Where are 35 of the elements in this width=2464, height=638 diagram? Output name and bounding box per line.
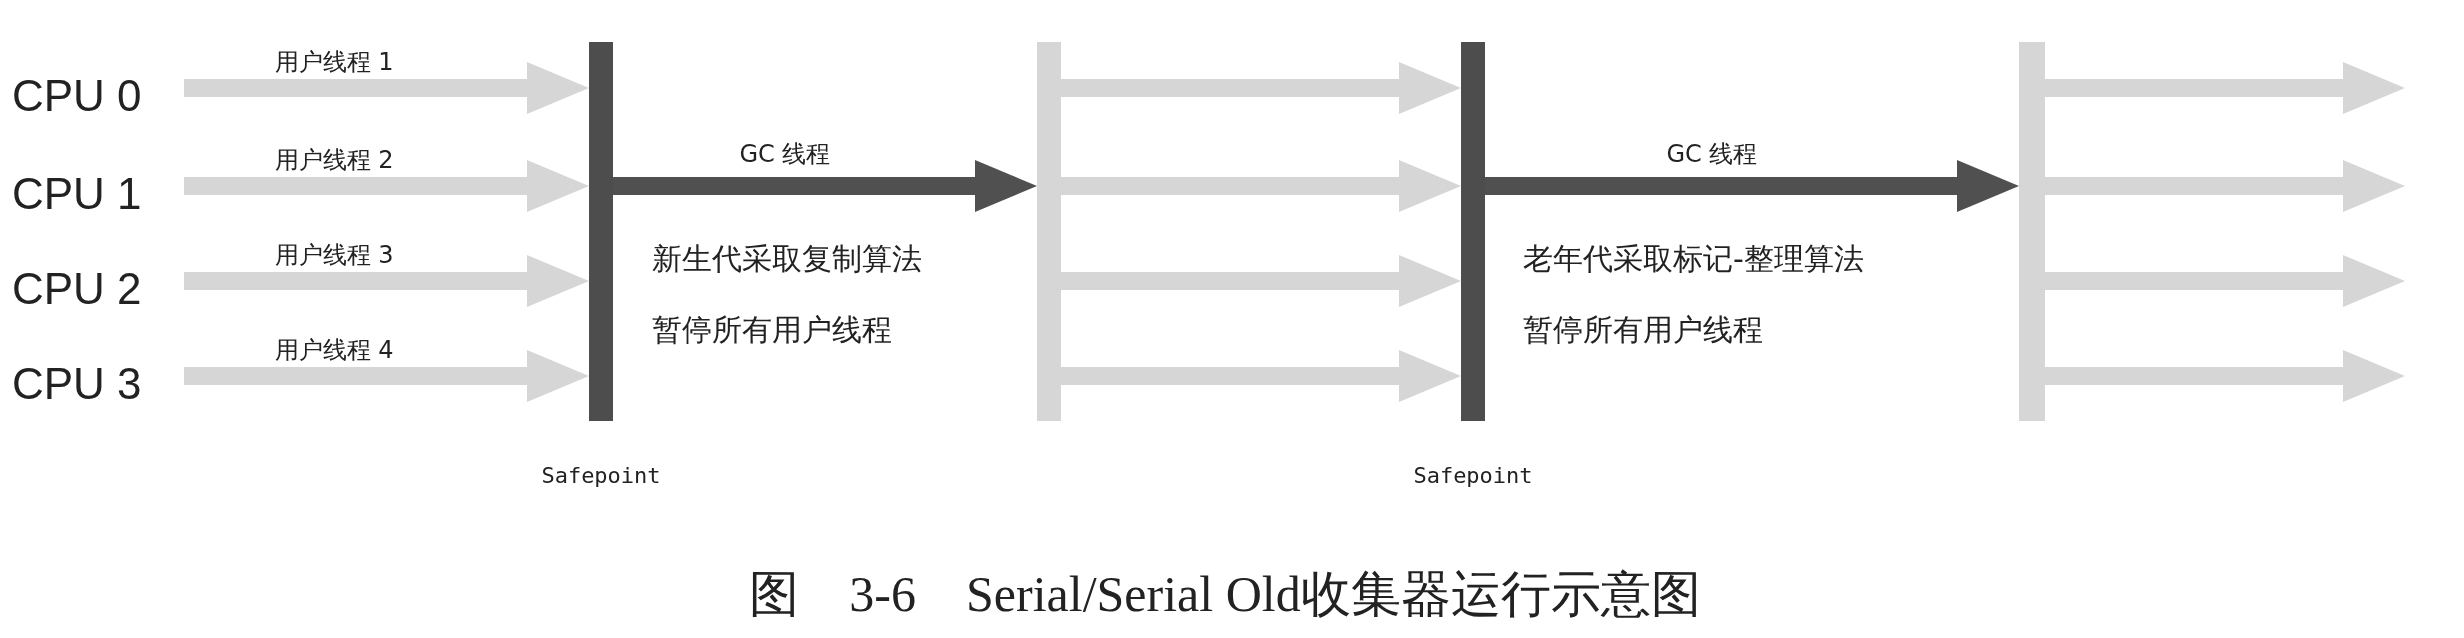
edge-label: 用户线程 4 bbox=[274, 335, 394, 366]
cpu-label: CPU 0 bbox=[12, 68, 142, 124]
arrow bbox=[613, 160, 1037, 212]
arrow bbox=[1485, 160, 2019, 212]
edge-label: GC 线程 bbox=[1666, 139, 1758, 170]
arrow bbox=[1061, 160, 1461, 212]
divider-bar bbox=[1037, 42, 1061, 421]
cpu-label: CPU 2 bbox=[12, 261, 142, 317]
arrow bbox=[2045, 62, 2405, 114]
safepoint-bar bbox=[1461, 42, 1485, 421]
arrow bbox=[1061, 255, 1461, 307]
note-text: 暂停所有用户线程 bbox=[652, 310, 892, 349]
arrow bbox=[2045, 160, 2405, 212]
arrow bbox=[1061, 62, 1461, 114]
arrow bbox=[184, 62, 589, 114]
arrow bbox=[184, 255, 589, 307]
note-text: 新生代采取复制算法 bbox=[652, 239, 922, 278]
safepoint-bar bbox=[589, 42, 613, 421]
edge-label: 用户线程 3 bbox=[274, 240, 394, 271]
arrow bbox=[184, 160, 589, 212]
note-text: 老年代采取标记-整理算法 bbox=[1523, 239, 1864, 278]
cpu-label: CPU 3 bbox=[12, 356, 142, 412]
arrow bbox=[2045, 350, 2405, 402]
edge-label: 用户线程 1 bbox=[274, 47, 394, 78]
edge-label: GC 线程 bbox=[739, 139, 831, 170]
safepoint-label: Safepoint bbox=[1413, 462, 1533, 488]
arrow bbox=[184, 350, 589, 402]
safepoint-label: Safepoint bbox=[541, 462, 661, 488]
note-text: 暂停所有用户线程 bbox=[1523, 310, 1763, 349]
figure-caption: 图 3-6 Serial/Serial Old收集器运行示意图 bbox=[749, 564, 1701, 624]
edge-label: 用户线程 2 bbox=[274, 145, 394, 176]
arrow bbox=[2045, 255, 2405, 307]
arrow bbox=[1061, 350, 1461, 402]
cpu-label: CPU 1 bbox=[12, 166, 142, 222]
divider-bar bbox=[2019, 42, 2045, 421]
